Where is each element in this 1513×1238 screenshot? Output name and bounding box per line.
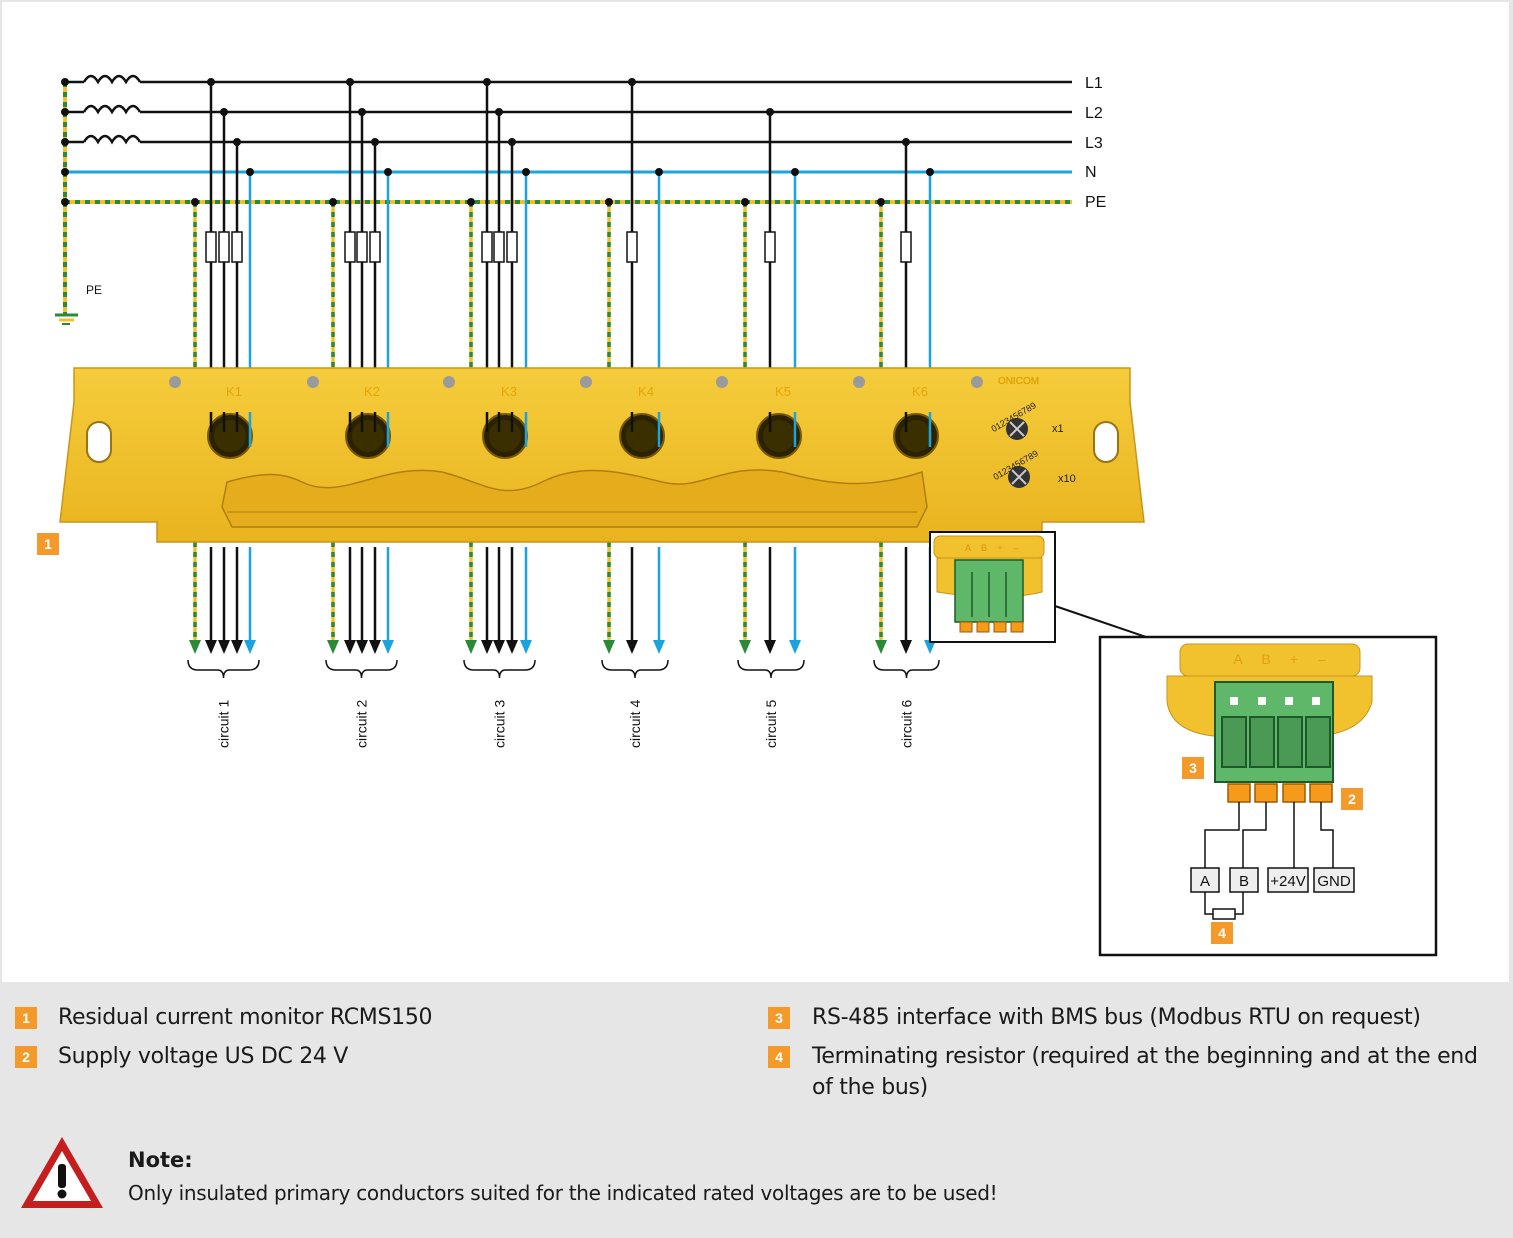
channel-label-1: K1 — [226, 384, 242, 399]
circuit-labels: circuit 1 circuit 2 circuit 3 circuit 4 circ… — [187, 659, 940, 748]
detail-bus-term-1: B — [1261, 651, 1270, 667]
svg-text:2: 2 — [1348, 791, 1356, 807]
line-label-L3: L3 — [1085, 135, 1103, 152]
detail-bus-term-2: + — [1290, 651, 1298, 667]
connector-detail-box: A B + – A B +24V GND — [1098, 635, 1438, 957]
channel-label-3: K3 — [501, 384, 517, 399]
legend-badge-4: 4 — [768, 1046, 790, 1068]
circuit-label-5: circuit 5 — [763, 700, 779, 748]
channel-hole-1: K1 — [207, 384, 253, 459]
channel-label-2: K2 — [364, 384, 380, 399]
circuit-label-1: circuit 1 — [216, 700, 232, 748]
detail-bus-term-3: – — [1318, 651, 1326, 667]
detail-bus-term-0: A — [1233, 651, 1243, 667]
channel-label-6: K6 — [912, 384, 928, 399]
svg-text:GND: GND — [1317, 873, 1351, 890]
circuit-label-6: circuit 6 — [899, 700, 915, 748]
circuit-label-4: circuit 4 — [627, 700, 643, 748]
legend: 1 Residual current monitor RCMS150 2 Sup… — [0, 990, 1513, 1238]
circuit-brace-5 — [737, 659, 805, 679]
rcms150-housing: ONICOM 0123456789 x1 0123456789 x10 — [59, 367, 1145, 543]
channel-label-4: K4 — [638, 384, 654, 399]
legend-text-2: Supply voltage US DC 24 V — [58, 1044, 349, 1069]
terminal-b: B — [1229, 867, 1259, 893]
small-bus-term-0: A — [965, 543, 971, 553]
channel-hole-6: K6 — [893, 384, 939, 459]
earth-icon — [55, 313, 78, 325]
circuit-brace-3 — [463, 659, 536, 679]
switch-x1-label: x1 — [1052, 423, 1064, 435]
svg-text:B: B — [1239, 873, 1249, 890]
note-title: Note: — [128, 1148, 193, 1172]
wiring-diagram: PE L1 L2 L3 N PE ONICOM 0123456789 — [37, 74, 1438, 957]
svg-text:+24V: +24V — [1270, 873, 1305, 890]
circuit-brace-6 — [873, 659, 940, 679]
svg-text:A: A — [1200, 873, 1210, 890]
line-label-L1: L1 — [1085, 75, 1103, 92]
note-text: Only insulated primary conductors suited… — [128, 1181, 998, 1205]
line-label-PE: PE — [1085, 194, 1106, 211]
small-bus-term-2: + — [997, 543, 1002, 553]
legend-text-4: Terminating resistor (required at the be… — [812, 1044, 1478, 1100]
marker-2: 2 — [1341, 788, 1363, 810]
circuit-brace-4 — [601, 659, 669, 679]
legend-badge-1: 1 — [15, 1007, 37, 1029]
terminal-a: A — [1190, 867, 1220, 893]
svg-text:1: 1 — [44, 536, 52, 552]
upper-conductors — [189, 78, 934, 654]
diagram-panel: PE L1 L2 L3 N PE ONICOM 0123456789 — [2, 2, 1509, 982]
brand-label: ONICOM — [998, 376, 1039, 387]
small-bus-term-1: B — [981, 543, 987, 553]
legend-text-3: RS-485 interface with BMS bus (Modbus RT… — [812, 1005, 1421, 1030]
channel-hole-2: K2 — [345, 384, 391, 459]
lower-conductors — [205, 547, 936, 654]
marker-3: 3 — [1182, 757, 1204, 779]
warning-icon — [21, 1137, 103, 1208]
terminal-gnd: GND — [1313, 867, 1355, 893]
small-bus-term-3: – — [1013, 543, 1018, 553]
svg-text:4: 4 — [1218, 925, 1226, 941]
terminating-resistor — [1212, 908, 1236, 920]
channel-hole-5: K5 — [756, 384, 802, 459]
line-label-N: N — [1085, 164, 1097, 181]
legend-badge-3: 3 — [768, 1007, 790, 1029]
channel-hole-3: K3 — [482, 384, 528, 459]
circuit-brace-1 — [187, 659, 260, 679]
earth-label: PE — [86, 283, 102, 297]
legend-badge-2: 2 — [15, 1046, 37, 1068]
supply-bus-lines: PE L1 L2 L3 N PE — [55, 74, 1106, 325]
circuit-brace-2 — [325, 659, 398, 679]
channel-label-5: K5 — [775, 384, 791, 399]
marker-4: 4 — [1211, 922, 1233, 944]
switch-x10-label: x10 — [1058, 473, 1076, 485]
legend-text-1: Residual current monitor RCMS150 — [58, 1005, 433, 1030]
svg-text:3: 3 — [1189, 760, 1197, 776]
channel-openings: K1 K2 K3 K4 K5 K6 — [207, 384, 939, 459]
marker-1: 1 — [37, 533, 59, 555]
channel-hole-4: K4 — [619, 384, 665, 459]
circuit-label-3: circuit 3 — [492, 700, 508, 748]
line-label-L2: L2 — [1085, 105, 1103, 122]
terminal-24v: +24V — [1267, 867, 1309, 893]
circuit-label-2: circuit 2 — [354, 700, 370, 748]
